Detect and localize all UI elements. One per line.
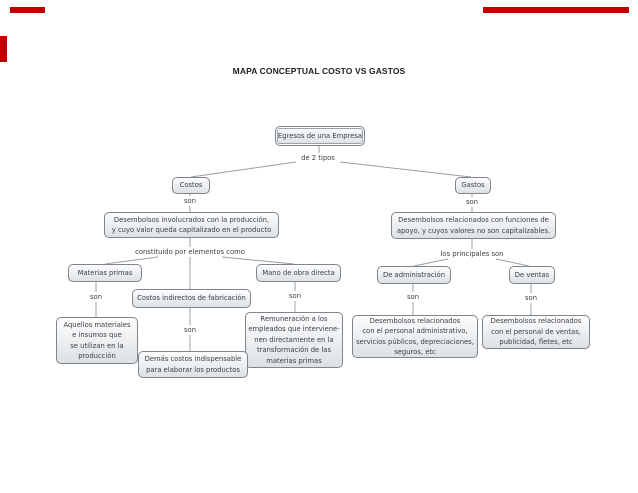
node-mano-obra-directa: Mano de obra directa [256, 264, 341, 282]
link-label-son-materias: son [87, 292, 105, 302]
node-demas-costos: Demás costos indispensable para elaborar… [138, 351, 248, 378]
accent-bar-left-edge [0, 36, 7, 62]
node-de-administracion: De administración [377, 266, 451, 284]
accent-bar-top-left [10, 7, 45, 13]
node-remuneracion: Remuneración a los empleados que intervi… [245, 312, 343, 368]
node-de-ventas: De ventas [509, 266, 555, 284]
link-label-son-costos: son [181, 196, 199, 206]
node-desembolsos-admin: Desembolsos relacionados con el personal… [352, 315, 478, 358]
node-materias-primas: Materias primas [68, 264, 142, 282]
link-label-son-ventas: son [522, 293, 540, 303]
link-label-constituido: constituido por elementos como [135, 248, 245, 256]
link-label-son-costos-indirectos: son [181, 325, 199, 335]
node-costos-indirectos: Costos indirectos de fabricación [132, 289, 251, 308]
link-label-son-gastos: son [463, 197, 481, 207]
slide-title: MAPA CONCEPTUAL COSTO VS GASTOS [232, 66, 406, 76]
node-desembolsos-ventas: Desembolsos relacionados con el personal… [482, 315, 590, 349]
link-label-de-2-tipos: de 2 tipos [301, 154, 335, 162]
node-costos-desc: Desembolsos involucrados con la producci… [104, 212, 279, 238]
node-costos: Costos [172, 177, 210, 194]
link-label-son-mano-obra: son [286, 291, 304, 301]
node-gastos: Gastos [455, 177, 491, 194]
link-label-principales: los principales son [440, 250, 504, 258]
accent-bar-top-right [483, 7, 629, 13]
node-gastos-desc: Desembolsos relacionados con funciones d… [391, 212, 556, 239]
link-label-son-administracion: son [404, 292, 422, 302]
node-egresos: Egresos de una Empresa [275, 126, 365, 146]
node-aquellos-materiales: Aquellos materiales e insumos que se uti… [56, 317, 138, 364]
